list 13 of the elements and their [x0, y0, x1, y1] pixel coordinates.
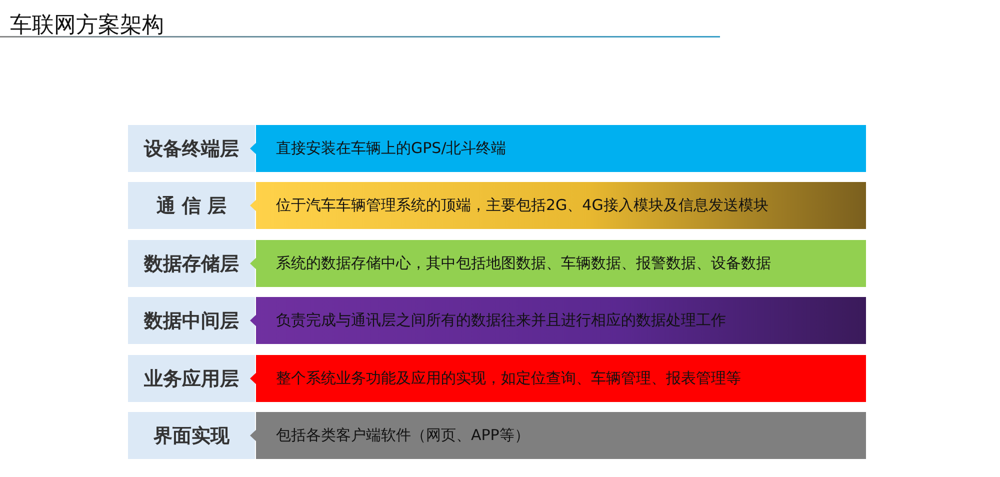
description-band: 包括各类客户端软件（网页、APP等）: [250, 412, 866, 459]
description-band: 系统的数据存储中心，其中包括地图数据、车辆数据、报警数据、设备数据: [250, 240, 866, 287]
title: 车联网方案架构: [10, 12, 164, 40]
description-band: 整个系统业务功能及应用的实现，如定位查询、车辆管理、报表管理等: [250, 355, 866, 402]
description-band: 位于汽车车辆管理系统的顶端，主要包括2G、4G接入模块及信息发送模块: [250, 182, 866, 229]
layer-label-box: 数据存储层: [128, 240, 255, 287]
description-band: 直接安装在车辆上的GPS/北斗终端: [250, 125, 866, 172]
layer-label-box: 数据中间层: [128, 297, 255, 344]
layer-label-box: 界面实现: [128, 412, 255, 459]
layer-label-box: 业务应用层: [128, 355, 255, 402]
layer-label-box: 设备终端层: [128, 125, 255, 172]
description-band: 负责完成与通讯层之间所有的数据往来并且进行相应的数据处理工作: [250, 297, 866, 344]
layer-label-box: 通 信 层: [128, 182, 255, 229]
